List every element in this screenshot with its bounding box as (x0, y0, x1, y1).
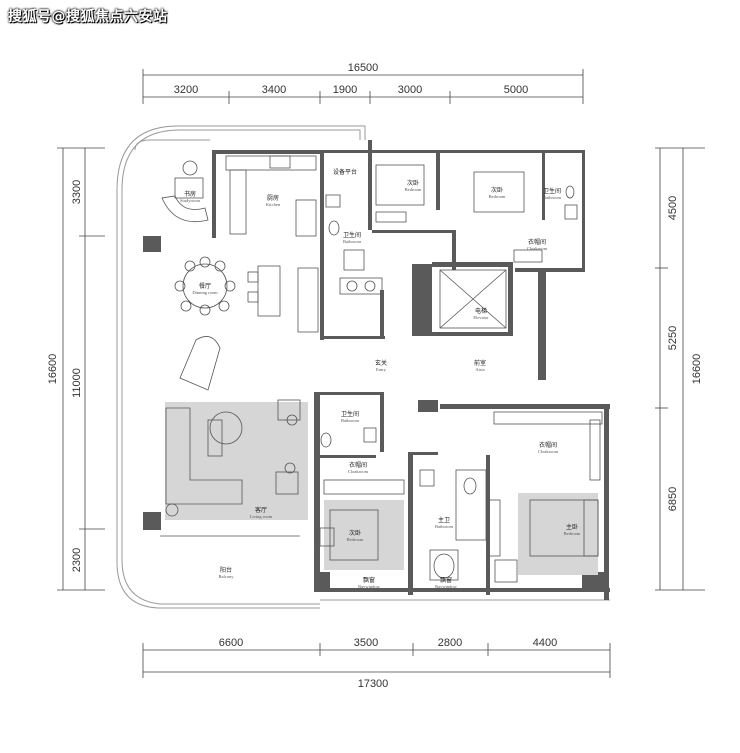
label-baywindow-2: 飘窗 (440, 576, 452, 584)
label-bathroom-top-right: 卫生间 (543, 187, 561, 195)
label-cloakroom-top: 衣帽间 (528, 238, 546, 246)
dimension-lines (57, 69, 705, 678)
label-cloakroom-mid-en: Cloakroom (348, 469, 369, 474)
label-bathroom-mid: 卫生间 (341, 410, 359, 418)
dim-top-seg-3: 1900 (333, 84, 357, 96)
dim-top-total: 16500 (348, 62, 379, 74)
exterior-outline (116, 125, 610, 609)
dimension-labels: 16500 3200 3400 1900 3000 5000 6600 3500… (47, 62, 703, 690)
label-cloakroom-master-en: Cloakroom (538, 449, 559, 454)
walls (143, 140, 610, 600)
label-bathroom-top-right-en: Bathroom (543, 195, 561, 200)
label-cloakroom-master: 衣帽间 (539, 441, 557, 449)
label-dining: 餐厅 (199, 282, 211, 290)
label-balcony: 阳台 (220, 566, 232, 574)
label-bedroom-top1: 次卧 (407, 179, 419, 187)
dim-bottom-seg-1: 6600 (219, 637, 243, 649)
label-living: 客厅 (255, 506, 267, 514)
dim-top-seg-4: 3000 (398, 84, 422, 96)
label-bedroom-top2-en: Bedroom (489, 194, 506, 199)
dim-right-seg-1: 4500 (667, 196, 679, 220)
label-master-bath: 主卫 (438, 516, 450, 524)
dim-left-total: 16600 (47, 354, 59, 385)
dim-right-total: 16600 (691, 354, 703, 385)
furniture (160, 155, 603, 583)
label-elevator-en: Elevator (473, 315, 489, 320)
dim-bottom-seg-4: 4400 (533, 637, 557, 649)
label-elevator: 电梯 (475, 307, 487, 315)
label-kitchen: 厨房 (267, 194, 279, 202)
label-entry-en: Entry (376, 367, 387, 372)
label-dining-en: Dinning room (192, 290, 218, 295)
label-bathroom-top-mid-en: Bathroom (343, 239, 361, 244)
dim-left-seg-3: 2300 (71, 548, 83, 572)
label-baywindow-2-en: Baywindow (435, 584, 457, 589)
rugs (165, 402, 598, 575)
label-bedroom-top1-en: Bedroom (405, 187, 422, 192)
label-atria: 前室 (474, 359, 486, 367)
label-study-en: Studyroom (180, 198, 201, 203)
label-bathroom-mid-en: Bathroom (341, 418, 359, 423)
label-baywindow-1-en: Baywindow (358, 584, 380, 589)
dim-bottom-total: 17300 (358, 678, 389, 690)
watermark: 搜狐号@搜狐焦点六安站 (8, 9, 168, 25)
label-master-bath-en: Bathroom (435, 524, 453, 529)
dim-bottom-seg-2: 3500 (354, 637, 378, 649)
label-bedroom-top2: 次卧 (491, 186, 503, 194)
label-master-bedroom-en: Bedroom (564, 531, 581, 536)
dim-left-seg-1: 3300 (71, 180, 83, 204)
label-study: 书房 (184, 190, 196, 198)
label-bedroom-bottom: 次卧 (349, 529, 361, 537)
label-atria-en: Atria (475, 367, 484, 372)
dim-top-seg-1: 3200 (174, 84, 198, 96)
label-bathroom-top-mid: 卫生间 (343, 231, 361, 239)
room-labels: 书房 Studyroom 厨房 Kitchen 设备平台 次卧 Bedroom … (180, 168, 581, 589)
label-living-en: Living room (250, 514, 273, 519)
dim-bottom-seg-3: 2800 (438, 637, 462, 649)
dim-left-seg-2: 11000 (71, 368, 83, 398)
label-balcony-en: Balcony (219, 574, 235, 579)
label-entry: 玄关 (375, 359, 387, 367)
dim-top-seg-5: 5000 (504, 84, 528, 96)
label-cloakroom-mid: 衣帽间 (349, 461, 367, 469)
label-cloakroom-top-en: Cloakroom (527, 246, 548, 251)
label-master-bedroom: 主卧 (566, 523, 578, 531)
dim-top-seg-2: 3400 (262, 84, 286, 96)
label-service-balcony: 设备平台 (333, 168, 357, 176)
label-baywindow-1: 飘窗 (363, 576, 375, 584)
dim-right-seg-2: 5250 (667, 326, 679, 350)
label-kitchen-en: Kitchen (266, 202, 281, 207)
label-bedroom-bottom-en: Bedroom (347, 537, 364, 542)
dim-right-seg-3: 6850 (667, 487, 679, 511)
